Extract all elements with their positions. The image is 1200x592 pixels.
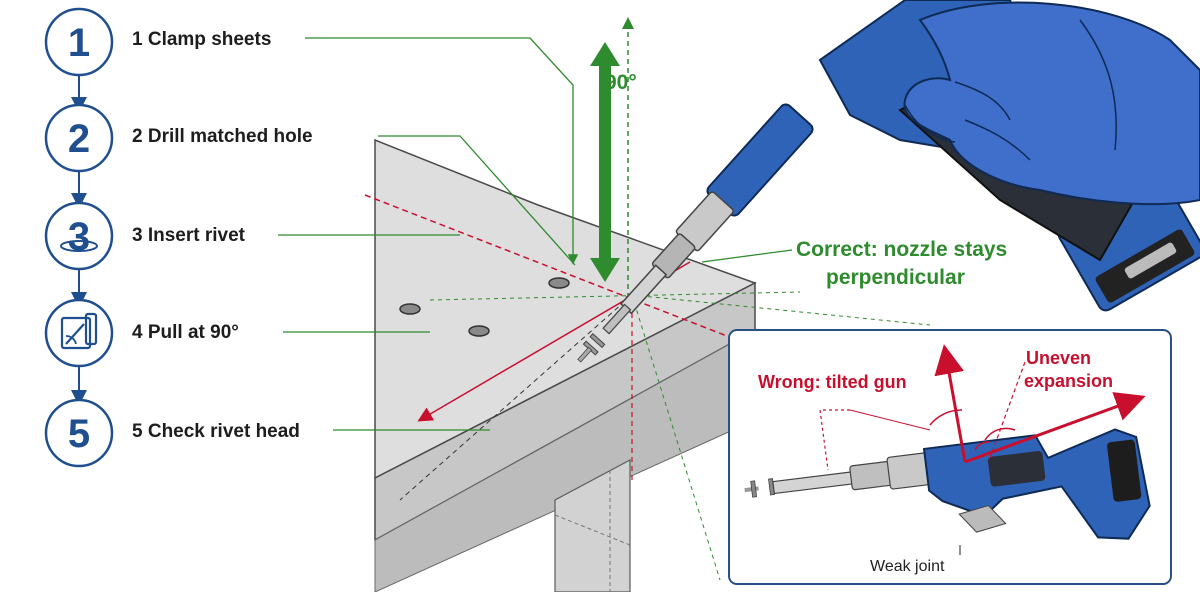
wrong-label: Wrong: tilted gun: [758, 372, 907, 392]
step-5: 5 5 Check rivet head: [44, 398, 300, 468]
correct-label-line1: Correct: nozzle stays: [796, 238, 1007, 261]
weak-joint-label: Weak joint: [870, 558, 945, 575]
uneven-arrow: [934, 344, 967, 463]
step-3-number: 3: [68, 215, 90, 259]
step-5-label: 5 Check rivet head: [132, 421, 300, 442]
step-list: 1 1 Clamp sheets 2 2 Drill matched hole …: [44, 7, 313, 468]
wrong-technique-inset: Wrong: tilted gun Uneven expansion Weak …: [728, 329, 1172, 585]
uneven-label-line1: Uneven: [1026, 348, 1091, 368]
step-1: 1 1 Clamp sheets: [44, 7, 271, 77]
correct-leader: [701, 249, 793, 263]
drilled-hole: [399, 303, 421, 315]
pull-tool-icon: [60, 312, 98, 350]
step-2-number: 2: [68, 117, 90, 161]
step-3: 3 3 Insert rivet: [44, 201, 246, 271]
uneven-label-line2: expansion: [1024, 371, 1113, 391]
step-5-number: 5: [68, 412, 90, 456]
drilled-hole: [548, 277, 570, 289]
step-3-label: 3 Insert rivet: [132, 225, 246, 246]
correct-label-line2: perpendicular: [826, 266, 965, 289]
step-4: 4 Pull at 90°: [44, 298, 239, 368]
perpendicular-arrow: [590, 42, 620, 282]
rivet-gun-upright: [577, 0, 1200, 363]
uneven-arrow: [964, 392, 1146, 464]
leader-lines: [278, 37, 579, 431]
glove-hand-icon: [903, 1, 1200, 206]
angle-label: 90°: [605, 71, 637, 94]
step-2: 2 2 Drill matched hole: [44, 103, 313, 173]
step-4-label: 4 Pull at 90°: [132, 322, 239, 343]
drilled-hole: [468, 325, 490, 337]
insert-rivet-icon: [60, 240, 98, 252]
sheet-metal-block: [374, 138, 757, 592]
step-1-number: 1: [68, 21, 90, 65]
step-2-label: 2 Drill matched hole: [132, 126, 313, 147]
step-1-label: 1 Clamp sheets: [132, 29, 271, 50]
block-leg: [554, 459, 631, 592]
